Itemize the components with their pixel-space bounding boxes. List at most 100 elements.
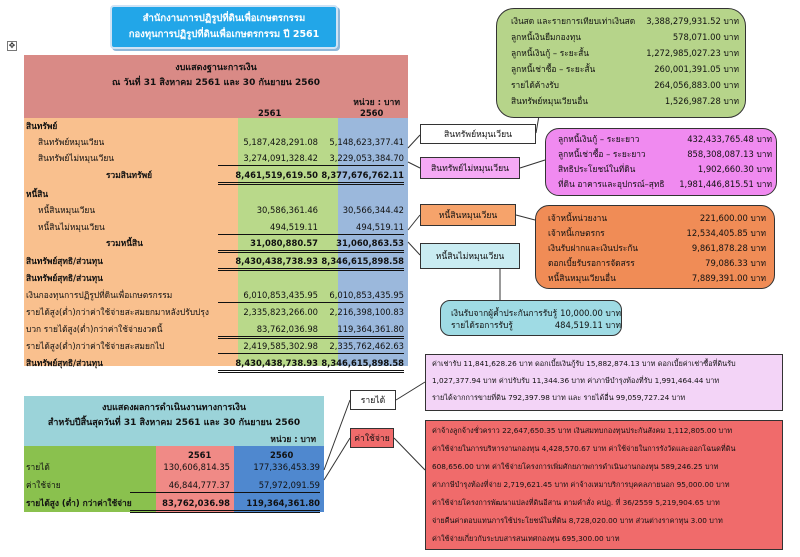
value-2560: 494,519.11	[314, 221, 404, 235]
income-statement-row: รายได้ 130,606,814.35 177,336,453.39	[26, 461, 322, 474]
current-liabilities-box[interactable]: หนี้สินหมุนเวียน	[420, 204, 516, 226]
value-2561: 8,461,519,619.50	[218, 169, 318, 185]
value-2560: 177,336,453.39	[253, 462, 320, 472]
move-handle-icon[interactable]: ✥	[7, 41, 17, 51]
value-2561: 6,010,853,435.95	[218, 289, 318, 303]
value-2561: 30,586,361.46	[256, 205, 318, 215]
row-label: สินทรัพย์	[26, 121, 58, 131]
row-label: หนี้สินไม่หมุนเวียน	[38, 222, 105, 232]
row-label: หนี้สินหมุนเวียน	[38, 205, 96, 215]
detail-value: 12,534,405.85 บาท	[686, 228, 766, 238]
value-2560: 3,229,053,384.70	[314, 152, 404, 166]
expense-box[interactable]: ค่าใช้จ่าย	[350, 428, 394, 448]
col-header-2560: 2560	[360, 108, 384, 118]
value-2560: 8,377,676,762.11	[314, 169, 404, 185]
banner-line-1: สำนักงานการปฏิรูปที่ดินเพื่อเกษตรกรรม	[142, 13, 306, 24]
is-column-2560-bg	[234, 446, 324, 512]
value-2561: 8,430,438,738.93	[218, 357, 318, 373]
detail-value: 3,388,279,931.52 บาท	[646, 16, 739, 26]
detail-label: หนี้สินหมุนเวียนอื่น	[548, 273, 616, 283]
detail-row: ที่ดิน อาคารและอุปกรณ์–สุทธิ1,981,446,81…	[558, 178, 772, 190]
column-2561-bg	[238, 106, 338, 366]
value-2560: 5,148,623,377.41	[329, 137, 404, 147]
value-2560: 2,216,398,100.83	[329, 307, 404, 317]
value-2560: 8,346,615,898.58	[314, 255, 404, 271]
detail-line: ค่าใช้จ่ายเกี่ยวกับระบบสารสนเทศกองทุน 69…	[432, 534, 620, 543]
income-statement-header: งบแสดงผลการดำเนินงานทางการเงิน สำหรับปีส…	[24, 396, 324, 446]
detail-line: จ่ายคืนค่าตอบแทนการใช้ประโยชน์ในที่ดิน 8…	[432, 516, 723, 525]
detail-label: ลูกหนี้เงินยืมกองทุน	[511, 32, 581, 42]
detail-line: รายได้จากการขายที่ดิน 792,397.98 บาท และ…	[432, 393, 686, 402]
row-label: รวมหนี้สิน	[106, 238, 143, 248]
value-2561: 83,762,036.98	[130, 497, 230, 513]
detail-line: 608,656.00 บาท ค่าใช้จ่ายโครงการเพิ่มศัก…	[432, 462, 719, 471]
detail-value: 1,902,660.30 บาท	[697, 164, 772, 174]
row-label: รายได้สูง (ต่ำ) กว่าค่าใช้จ่าย	[26, 498, 132, 508]
row-label: หนี้สิน	[26, 189, 49, 199]
is-label-column-bg	[24, 446, 156, 512]
current-assets-box[interactable]: สินทรัพย์หมุนเวียน	[420, 124, 536, 144]
value-2561: 130,606,814.35	[163, 462, 230, 472]
value-2561: 31,080,880.57	[218, 237, 318, 253]
balance-sheet-title: งบแสดงฐานะการเงิน	[175, 63, 257, 73]
label-column-bg	[24, 118, 238, 366]
noncurrent-liabilities-box[interactable]: หนี้สินไม่หมุนเวียน	[420, 243, 520, 269]
value-2560: 30,566,344.42	[342, 205, 404, 215]
balance-sheet-row: บวก รายได้สูง(ต่ำ)กว่าค่าใช้จ่ายงวดนี้83…	[26, 323, 406, 339]
value-2561: 8,430,438,738.93	[218, 255, 318, 271]
detail-label: เงินสด และรายการเทียบเท่าเงินสด	[511, 16, 636, 26]
value-2560: 119,364,361.80	[314, 323, 404, 339]
detail-value: 858,308,087.13 บาท	[687, 149, 772, 159]
row-label: รายได้	[26, 462, 50, 472]
detail-value: 79,086.33 บาท	[705, 258, 766, 268]
value-2560: 57,972,091.59	[230, 479, 320, 493]
balance-sheet-row: สินทรัพย์สุทธิ/ส่วนทุน	[26, 272, 406, 285]
detail-label: ลูกหนี้เช่าซื้อ – ระยะยาว	[558, 149, 646, 159]
detail-value: 578,071.00 บาท	[672, 32, 739, 42]
value-2561: 46,844,777.37	[130, 479, 230, 493]
value-2560: 31,060,863.53	[314, 237, 404, 253]
detail-line: ค่าใช้จ่ายโครงการพัฒนาแปลงที่ดินอีสาน ตา…	[432, 498, 720, 507]
detail-label: รายได้รอการรับรู้	[451, 320, 513, 330]
detail-label: ลูกหนี้เงินกู้ – ระยะสั้น	[511, 48, 589, 58]
detail-label: เงินรับจากผู้ค้ำประกันการรับรู้	[451, 308, 558, 318]
income-box[interactable]: รายได้	[350, 390, 396, 410]
balance-sheet-row: หนี้สินหมุนเวียน 30,586,361.46 30,566,344.…	[26, 204, 406, 217]
is-column-2561-bg	[156, 446, 234, 512]
detail-value: 10,000.00 บาท	[560, 308, 621, 318]
value-2561: 3,274,091,328.42	[218, 152, 318, 166]
detail-label: ลูกหนี้เงินกู้ – ระยะยาว	[558, 134, 640, 144]
detail-row: เงินรับจากผู้ค้ำประกันการรับรู้10,000.00…	[451, 307, 621, 319]
value-2561: 2,419,585,302.98	[218, 340, 318, 354]
income-detail-box: ค่าเช่ารับ 11,841,628.26 บาท ดอกเบี้ยเงิ…	[425, 354, 783, 411]
balance-sheet-row: หนี้สิน	[26, 188, 406, 201]
detail-label: เจ้าหนี้เกษตรกร	[548, 228, 605, 238]
current-assets-callout: เงินสด และรายการเทียบเท่าเงินสด 3,388,279…	[496, 8, 746, 118]
value-2560: 6,010,853,435.95	[314, 289, 404, 303]
value-2561: 494,519.11	[218, 221, 318, 235]
balance-sheet-subtitle: ณ วันที่ 31 สิงหาคม 2561 และ 30 กันยายน …	[111, 78, 321, 88]
balance-sheet-header: งบแสดงฐานะการเงิน ณ วันที่ 31 สิงหาคม 25…	[24, 55, 408, 118]
value-2560: 8,346,615,898.58	[314, 357, 404, 373]
banner-line-2: กองทุนการปฏิรูปที่ดินเพื่อเกษตรกรรม ปี 2…	[128, 29, 320, 40]
noncurrent-assets-box[interactable]: สินทรัพย์ไม่หมุนเวียน	[420, 157, 520, 179]
